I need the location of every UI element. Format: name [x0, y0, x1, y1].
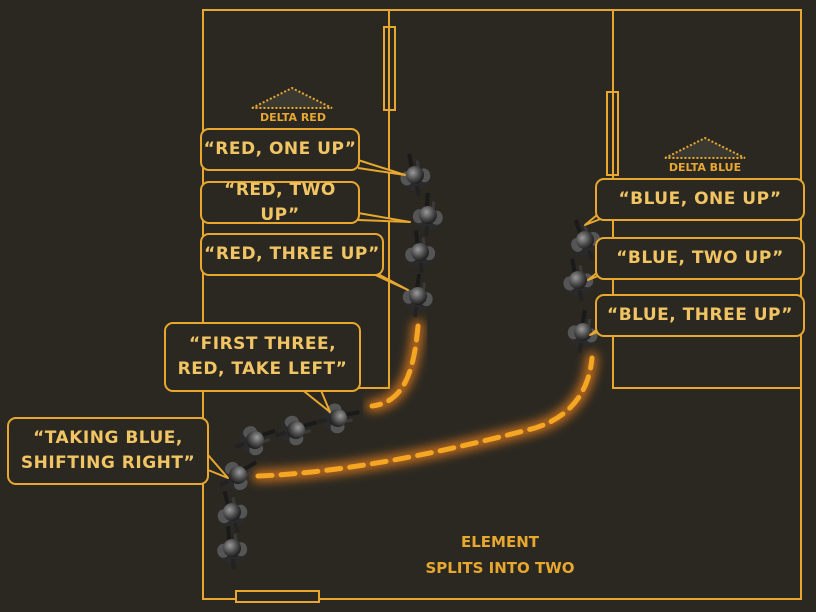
- soldier-topdown-icon: [272, 410, 321, 450]
- callout-red-two-up: “RED, TWO UP”: [200, 181, 360, 224]
- bottom-door: [236, 591, 319, 602]
- triangle-marker-icon: [252, 88, 332, 108]
- soldier-topdown-icon: [403, 229, 437, 274]
- callout-taking-blue-shifting-right: “TAKING BLUE, SHIFTING RIGHT”: [7, 417, 209, 485]
- soldier-topdown-icon: [230, 418, 281, 461]
- callout-red-one-up: “RED, ONE UP”: [200, 128, 360, 171]
- callout-blue-one-up: “BLUE, ONE UP”: [595, 178, 805, 221]
- callout-blue-three-up: “BLUE, THREE UP”: [595, 294, 805, 337]
- callout-red-three-up: “RED, THREE UP”: [200, 233, 384, 276]
- callout-blue-two-up: “BLUE, TWO UP”: [595, 237, 805, 280]
- diagram-caption: ELEMENT SPLITS INTO TWO: [400, 529, 600, 581]
- room-label-delta-red: DELTA RED: [243, 111, 343, 124]
- soldier-topdown-icon: [400, 272, 436, 319]
- room-label-delta-blue: DELTA BLUE: [655, 161, 755, 174]
- soldier-topdown-icon: [212, 487, 252, 536]
- soldier-topdown-icon: [215, 525, 249, 570]
- triangle-marker-icon: [665, 138, 745, 158]
- callout-first-three-red-take-left: “FIRST THREE, RED, TAKE LEFT”: [164, 322, 361, 392]
